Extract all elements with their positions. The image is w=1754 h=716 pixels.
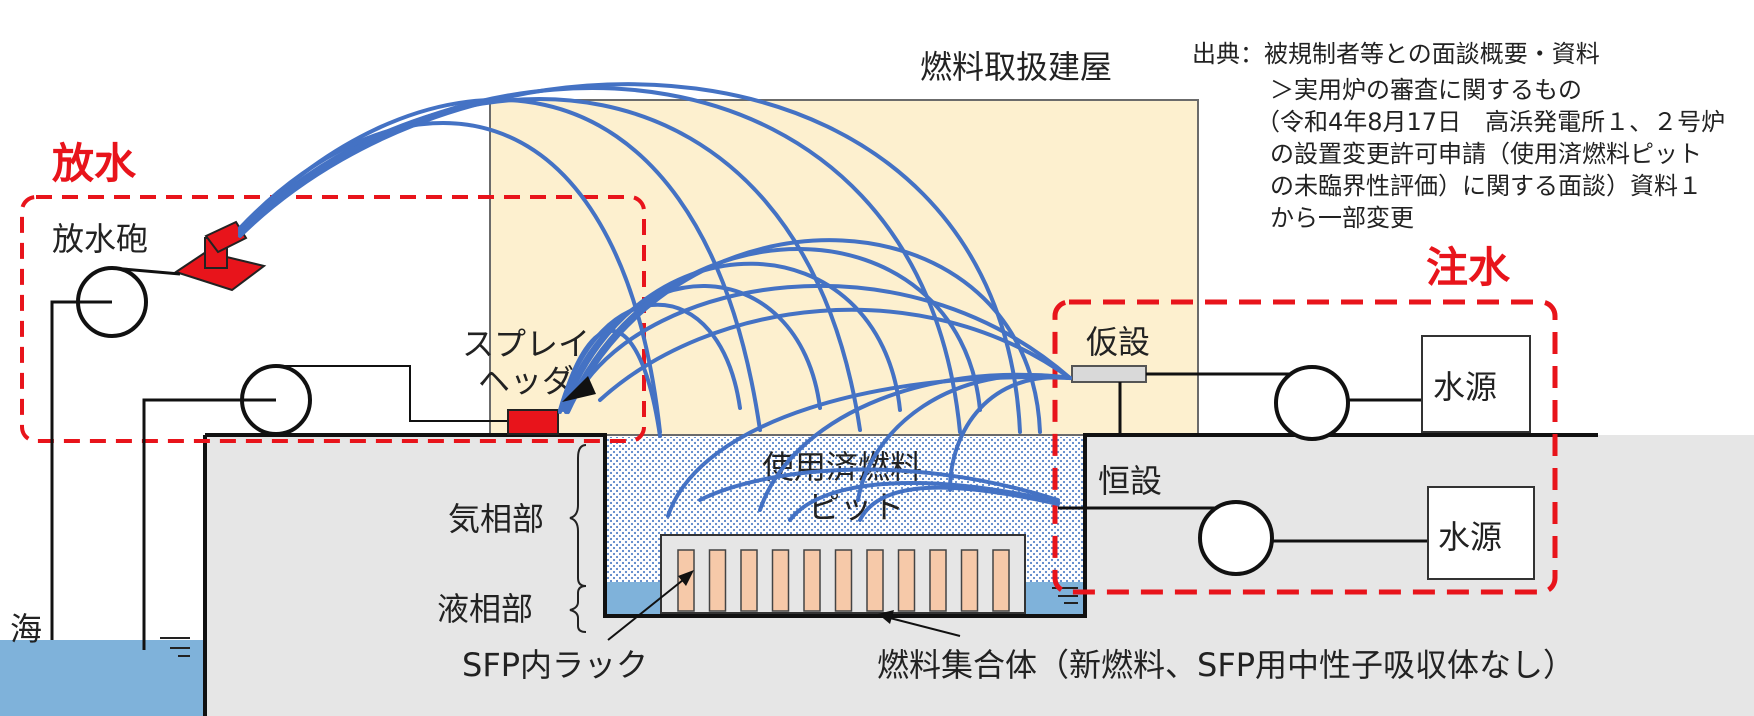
ground-bottom [590, 616, 1590, 716]
sfp-rack-pointer-head [678, 570, 694, 586]
water-source-lower-label: 水源 [1438, 518, 1502, 556]
source-line-6: から一部変更 [1270, 204, 1414, 232]
sfp-rack-pointer [607, 575, 689, 641]
fuel-assembly [960, 549, 979, 612]
sfp-rack-label: SFP内ラック [462, 646, 648, 684]
header-stream-6 [566, 238, 1042, 434]
water-source-upper-label: 水源 [1433, 368, 1497, 406]
cannon-pipe [50, 300, 112, 640]
cannon-stream-3 [238, 86, 962, 434]
sea-label: 海 [10, 610, 42, 648]
source-line-4: の設置変更許可申請（使用済燃料ピット [1270, 140, 1702, 168]
fuel-assembly-label: 燃料集合体（新燃料、SFP用中性子吸収体なし） [877, 646, 1575, 684]
sea-level-mark [160, 637, 190, 657]
header-stream-4 [562, 261, 902, 412]
temp-stream-6 [948, 375, 1072, 492]
spray-pipe-intake [142, 398, 276, 650]
liquid-phase-bracket [569, 585, 587, 633]
perm-stream-3 [858, 485, 1060, 522]
temporary-nozzle [1071, 365, 1147, 383]
cannon-stream-4 [238, 82, 1022, 434]
perm-stream-1 [698, 467, 1060, 502]
building-label: 燃料取扱建屋 [920, 48, 1112, 86]
fuel-assembly-pointer-head [878, 610, 894, 624]
fuel-assembly [834, 549, 853, 612]
source-citation: 出典：被規制者等との面談概要・資料 ＞実用炉の審査に関するもの （令和4年8月1… [1192, 40, 1725, 232]
temp-stream-1 [578, 283, 1072, 392]
spray-header-label-1: スプレイ [462, 325, 590, 363]
fuel-assembly [866, 549, 884, 612]
spray-arrow-head [562, 376, 596, 402]
water-source-lower [1427, 486, 1535, 580]
source-line-3: （令和4年8月17日 高浜発電所１、２号炉 [1256, 108, 1725, 136]
gas-phase-label: 気相部 [448, 500, 544, 538]
fuel-assembly-group [677, 549, 1010, 612]
header-stream-3 [560, 284, 822, 412]
ground-bottom-left [205, 610, 590, 716]
spray-pipe-out [276, 365, 508, 422]
discharge-label: 放水 [52, 139, 137, 188]
perm-stream-2 [788, 481, 1060, 522]
permanent-pump [1198, 500, 1274, 576]
fuel-assembly [897, 549, 916, 612]
fuel-assembly [771, 549, 790, 612]
source-line-1: 出典：被規制者等との面談概要・資料 [1192, 40, 1600, 68]
header-stream-2 [558, 302, 742, 412]
temp-stream-5 [856, 373, 1072, 502]
pit-label-line1: 使用済燃料 [762, 448, 922, 486]
spray-header [507, 409, 559, 435]
fuel-assembly [803, 549, 821, 612]
discharge-box [20, 195, 646, 443]
spray-header-label-2: ヘッダ [478, 362, 574, 400]
spray-streams [238, 82, 1072, 522]
source-line-5: の未臨界性評価）に関する面談）資料１ [1270, 172, 1702, 200]
cannon-pipe-top [111, 266, 181, 276]
fuel-assembly [929, 549, 947, 612]
fuel-assembly [740, 549, 758, 612]
water-source-upper [1421, 335, 1531, 433]
cannon-label: 放水砲 [52, 220, 148, 258]
fuel-building [489, 99, 1199, 436]
sea-water [0, 640, 205, 716]
injection-label: 注水 [1426, 243, 1511, 292]
gas-phase-bracket [569, 444, 587, 587]
header-stream-5 [564, 247, 982, 414]
temp-stream-2 [598, 307, 1072, 402]
injection-box [1052, 299, 1558, 595]
liquid-phase-label: 液相部 [437, 590, 533, 628]
permanent-label: 恒設 [1098, 462, 1162, 500]
fuel-assembly-pointer [889, 617, 961, 637]
temporary-label: 仮設 [1086, 323, 1150, 361]
water-cannon-icon [173, 220, 267, 292]
cannon-stream-5 [238, 121, 662, 434]
fuel-assembly [992, 549, 1010, 612]
temporary-pump [1274, 365, 1350, 441]
source-line-2: ＞実用炉の審査に関するもの [1270, 76, 1582, 104]
fuel-assembly [708, 549, 727, 612]
